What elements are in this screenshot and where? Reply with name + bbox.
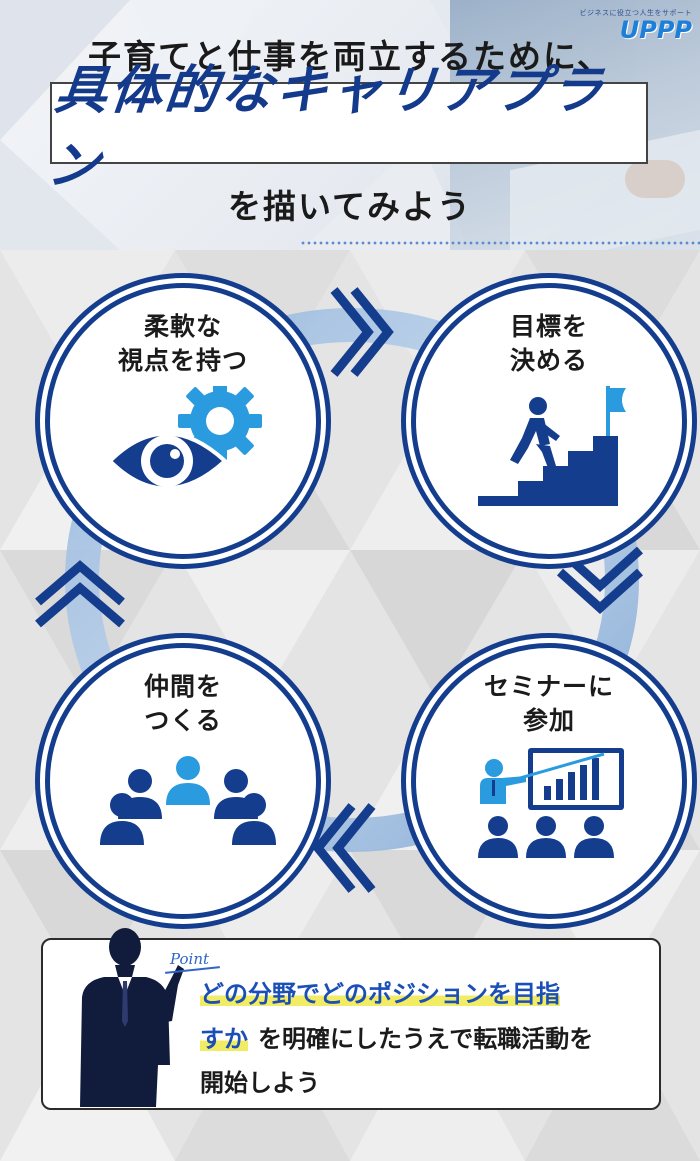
step-4-line1: 仲間を [143,672,222,701]
point-text-line-2: すかを明確にしたうえで転職活動を [200,1019,593,1059]
header-banner: ビジネスに役立つ人生をサポート UPPP 子育てと仕事を両立するために、 具体的… [0,0,700,250]
step-2-line1: 目標を [509,312,588,341]
group-people-icon [100,756,276,845]
arrow-left-bottom [312,803,376,893]
headline-line-3: を描いてみよう [227,187,472,226]
point-text-line-1: どの分野でどのポジションを目指 [200,974,560,1014]
site-logo[interactable]: ビジネスに役立つ人生をサポート UPPP [580,8,693,42]
logo-text: UPPP [619,16,692,44]
point-highlight-2: すか [200,1025,248,1053]
arrow-right-top [330,287,394,377]
step-3-line2: 参加 [522,706,575,735]
step-circle-flexible-view: 柔軟な 視点を持つ [45,283,321,559]
seminar-presentation-icon [478,748,624,858]
eye-gear-icon [107,386,262,491]
step-circle-join-seminar: セミナーに 参加 [411,643,687,919]
step-2-line2: 決める [509,346,588,375]
step-1-line2: 視点を持つ [117,346,248,375]
stairs-flag-icon [478,386,626,506]
point-label: Point [170,950,210,968]
businessman-silhouette-icon [80,928,184,1107]
arrow-down-right [556,546,644,615]
step-circle-set-goal: 目標を 決める [411,283,687,559]
dotted-divider [300,240,700,246]
point-text-line-2-rest: を明確にしたうえで転職活動を [258,1025,594,1053]
point-text-line-3: 開始しよう [200,1069,320,1097]
step-3-line1: セミナーに [483,672,614,701]
step-circle-make-friends: 仲間を つくる [45,643,321,919]
headline-line-1: 子育てと仕事を両立するために、 [87,37,612,76]
step-4-line2: つくる [144,706,222,735]
cycle-arrows [35,287,644,893]
arrow-up-left [35,560,125,628]
headline-box: 具体的なキャリアプラン [44,61,648,196]
headline-line-2: 具体的なキャリアプラン [44,61,609,196]
point-highlight-1: どの分野でどのポジションを目指 [200,980,560,1008]
step-1-line1: 柔軟な [143,312,222,341]
logo-tagline: ビジネスに役立つ人生をサポート [579,9,692,17]
